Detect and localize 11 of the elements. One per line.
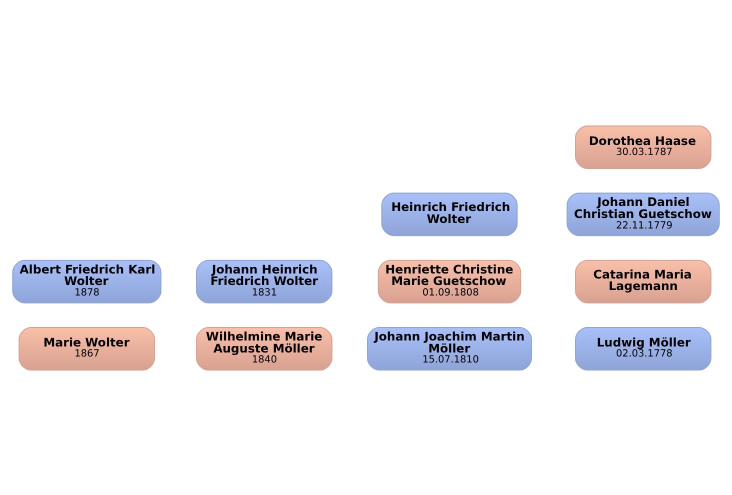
node-box: Catarina Maria Lagemann xyxy=(575,259,712,303)
node-box: Johann Joachim Martin Möller 15.07.1810 xyxy=(366,326,532,370)
node-box: Ludwig Möller 02.03.1778 xyxy=(575,326,712,370)
node-box: Albert Friedrich Karl Wolter 1878 xyxy=(12,259,162,303)
node-box: Heinrich Friedrich Wolter xyxy=(381,192,518,236)
node-box: Johann Heinrich Friedrich Wolter 1831 xyxy=(196,259,332,303)
node-box: Wilhelmine Marie Auguste Möller 1840 xyxy=(196,326,332,370)
node-box: Marie Wolter 1867 xyxy=(18,326,156,370)
node-box: Johann Daniel Christian Guetschow 22.11.1779 xyxy=(566,192,720,236)
node-box: Dorothea Haase 30.03.1787 xyxy=(575,124,712,168)
node-box: Henriette Christine Marie Guetschow 01.09.1808 xyxy=(378,259,522,303)
